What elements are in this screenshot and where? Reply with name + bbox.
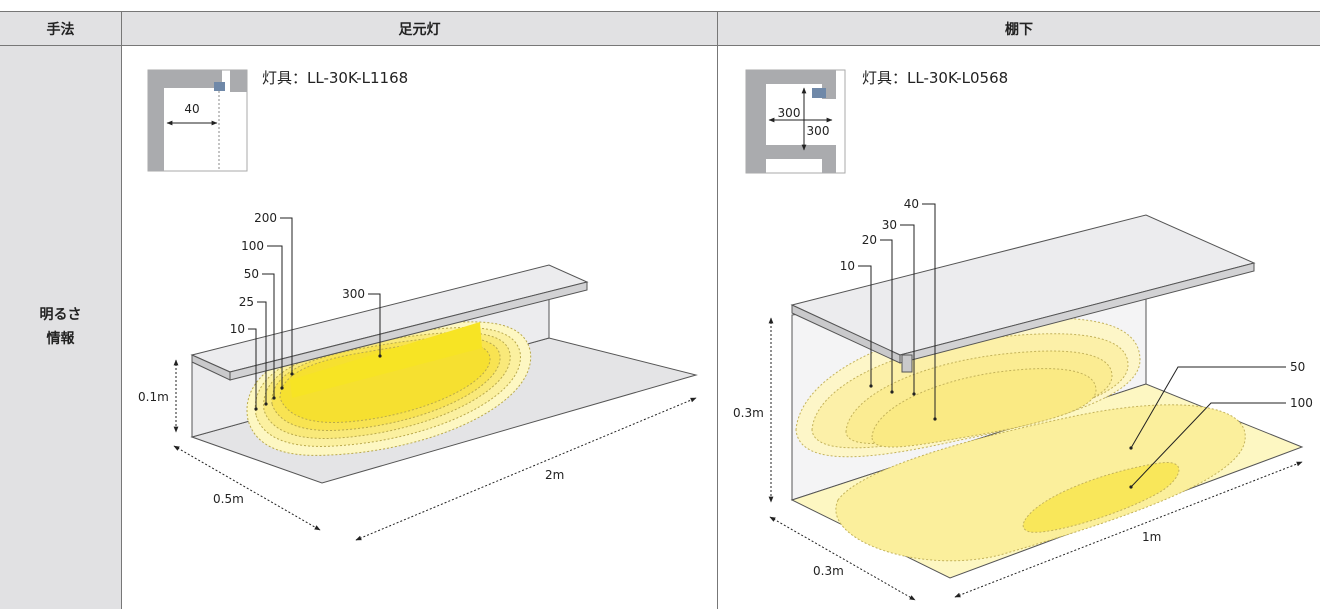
panel2-fixture-label: 灯具：LL-30K-L0568: [862, 69, 1008, 87]
p2-dim-height: 0.3m: [733, 406, 764, 420]
panel2-leader-dots: [869, 384, 1133, 489]
p2-contour-label-0: 40: [904, 197, 919, 211]
p1-core-300: [290, 322, 482, 398]
inset2-shelf-bottom: [746, 145, 833, 159]
header-bottom-border: [0, 45, 1320, 46]
p1-dim-height: 0.1m: [138, 390, 169, 404]
inset1-dim-label: 40: [184, 102, 199, 116]
shelf2-lip: [901, 354, 913, 373]
panel2-leaders: [858, 203, 1286, 488]
inset1-shelf-end: [230, 70, 247, 92]
panel1-fixture-label: 灯具：LL-30K-L1168: [262, 69, 408, 87]
panel2-scene: [790, 214, 1304, 579]
p2-contour-label-1: 30: [882, 218, 897, 232]
p2-contour-label-3: 10: [840, 259, 855, 273]
panel1-leaders: [248, 217, 381, 409]
p1-contour-label-0: 200: [254, 211, 277, 225]
inset2-fixture-icon: [812, 88, 826, 98]
shelf1-side: [191, 354, 231, 381]
panel1-scene: [190, 264, 698, 484]
header-col1-label: 足元灯: [398, 21, 441, 38]
p2-dim-length: 1m: [1142, 530, 1161, 544]
panel2-inset: 300 300: [745, 69, 846, 174]
p2-dim-depth: 0.3m: [813, 564, 844, 578]
p2-wall-contour-40: [871, 368, 1097, 448]
inset1-shelf: [148, 70, 222, 88]
p1-dim-depth: 0.5m: [213, 492, 244, 506]
header-col2: 棚下: [718, 12, 1320, 45]
divider-1: [121, 11, 122, 609]
row-label: 明るさ 情報: [39, 307, 82, 347]
table-top-border: [0, 11, 1320, 12]
p1-contour-label-4: 10: [230, 322, 245, 336]
header-col1: 足元灯: [122, 12, 717, 45]
row-label-cell: 明るさ 情報: [0, 45, 121, 609]
p2-right-label-1: 100: [1290, 396, 1313, 410]
p1-contour-label-2: 50: [244, 267, 259, 281]
p1-inner-label: 300: [342, 287, 365, 301]
p1-dim-depth-arrow: [173, 445, 321, 531]
header-method-label: 手法: [46, 21, 75, 38]
p1-dim-length-arrow: [355, 397, 697, 541]
inset2-dim-label-a: 300: [778, 106, 801, 120]
shelf2-side: [791, 304, 901, 364]
p2-contour-label-2: 20: [862, 233, 877, 247]
p2-right-label-0: 50: [1290, 360, 1305, 374]
p1-contour-200: [279, 341, 491, 423]
p1-dim-length: 2m: [545, 468, 564, 482]
inset1-fixture-icon: [214, 82, 225, 91]
panel1-inset: 40: [147, 69, 248, 172]
divider-2: [717, 11, 718, 609]
header-method: 手法: [0, 12, 121, 45]
inset2-shelf-bottom-end: [822, 145, 836, 173]
p1-contour-label-3: 25: [239, 295, 254, 309]
inset2-shelf-top: [746, 70, 833, 84]
inset1-wall: [148, 70, 164, 171]
p1-contour-label-1: 100: [241, 239, 264, 253]
panel1-leader-dots: [254, 354, 382, 411]
header-col2-label: 棚下: [1005, 21, 1033, 38]
inset2-dim-label-b: 300: [807, 124, 830, 138]
